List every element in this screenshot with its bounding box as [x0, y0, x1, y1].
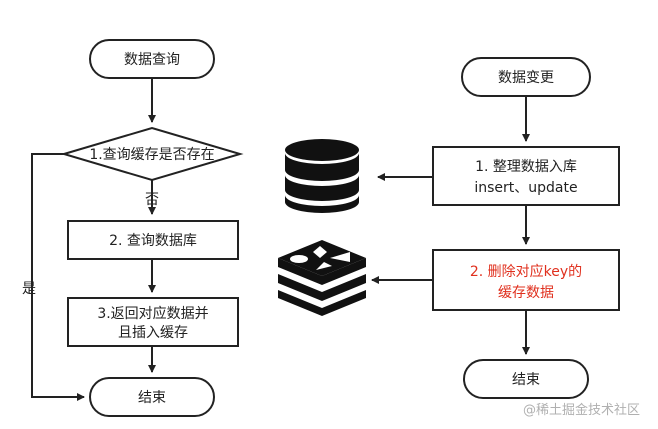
node-update-database: 1. 整理数据入库 insert、update [432, 146, 620, 206]
database-icon [285, 139, 359, 213]
right-flow: 数据变更 1. 整理数据入库 insert、update 2. 删除对应key的… [371, 57, 620, 399]
node-change-start: 数据变更 [461, 57, 591, 97]
node-update-line1: 1. 整理数据入库 [475, 159, 577, 175]
node-return-line1: 3.返回对应数据并 [97, 305, 208, 322]
node-delete-cache: 2. 删除对应key的 缓存数据 [432, 249, 620, 311]
watermark-text: @稀土掘金技术社区 [523, 402, 640, 418]
node-query-database: 2. 查询数据库 [67, 220, 239, 260]
node-query-database-label: 2. 查询数据库 [109, 233, 197, 249]
node-delete-line2: 缓存数据 [498, 285, 554, 301]
node-query-start-label: 数据查询 [124, 52, 180, 68]
node-return-and-cache: 3.返回对应数据并 且插入缓存 [67, 297, 239, 347]
node-change-end-label: 结束 [512, 372, 540, 388]
redis-cache-icon [278, 240, 366, 316]
node-update-line2: insert、update [474, 180, 577, 196]
node-cache-check-decision: 1.查询缓存是否存在 [60, 126, 244, 182]
node-delete-line1: 2. 删除对应key的 [470, 263, 582, 280]
edge-no-label: 否 [145, 192, 159, 208]
node-cache-check-label: 1.查询缓存是否存在 [89, 147, 214, 163]
node-query-end-label: 结束 [138, 390, 166, 406]
node-change-start-label: 数据变更 [498, 70, 554, 86]
node-query-end: 结束 [89, 377, 215, 417]
node-query-start: 数据查询 [89, 39, 215, 79]
node-return-line2: 且插入缓存 [118, 325, 188, 341]
edge-decision-yes [31, 153, 85, 401]
node-change-end: 结束 [463, 359, 589, 399]
left-flow: 数据查询 1.查询缓存是否存在 否 2. 查询数据库 3.返回对应数据并 且插入… [22, 39, 244, 417]
edge-yes-label: 是 [22, 281, 36, 297]
